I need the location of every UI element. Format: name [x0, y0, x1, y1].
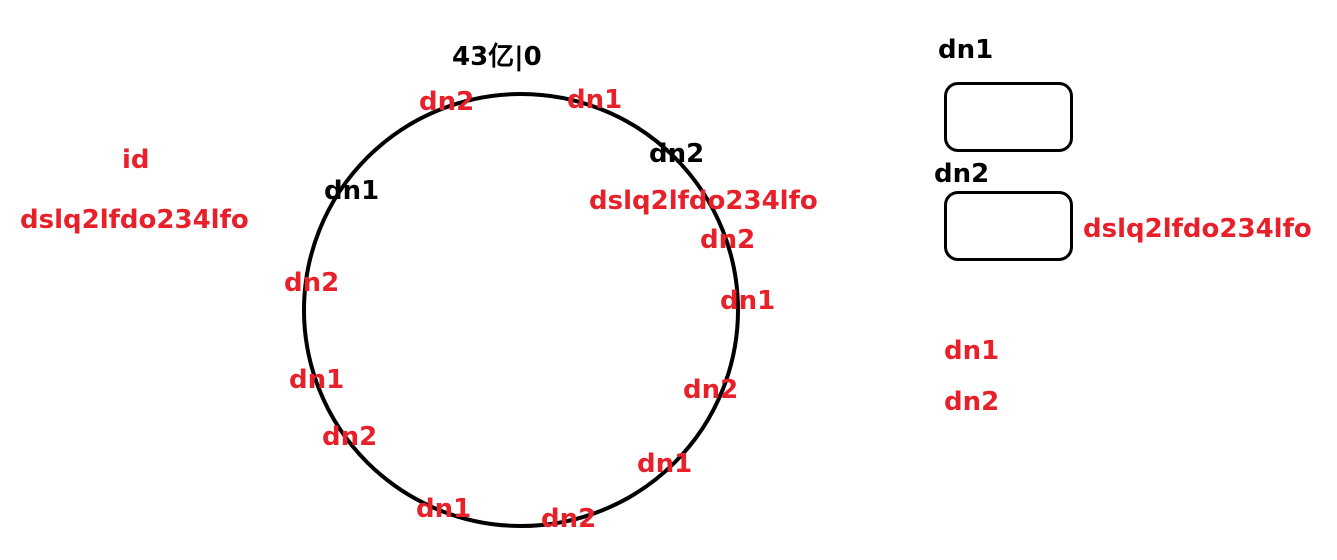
ring-node-label: dn2: [284, 268, 340, 298]
ring-node-label: dn2: [322, 422, 378, 452]
bottom-dn1-label: dn1: [944, 336, 1000, 366]
ring-node-label: dn2: [683, 375, 739, 405]
key-label-left: dslq2lfdo234lfo: [20, 205, 249, 235]
ring-node-label: dn1: [289, 365, 345, 395]
server-dn1-box: [944, 82, 1073, 152]
ring-node-label: dn1: [720, 286, 776, 316]
ring-key-label: dslq2lfdo234lfo: [589, 186, 818, 216]
server-dn2-label: dn2: [934, 159, 990, 189]
server-key-label: dslq2lfdo234lfo: [1083, 214, 1312, 244]
ring-node-label: dn1: [324, 176, 380, 206]
ring-node-label: dn2: [541, 504, 597, 534]
hash-ring-circle: [302, 92, 740, 528]
ring-top-label: 43亿|0: [452, 42, 542, 72]
ring-node-label: dn1: [637, 449, 693, 479]
ring-node-label: dn1: [567, 85, 623, 115]
ring-node-label: dn2: [649, 139, 705, 169]
server-dn1-label: dn1: [938, 35, 994, 65]
ring-node-label: dn2: [700, 225, 756, 255]
server-dn2-box: [944, 191, 1073, 261]
ring-node-label: dn2: [419, 87, 475, 117]
ring-node-label: dn1: [416, 494, 472, 524]
id-label: id: [122, 145, 150, 175]
bottom-dn2-label: dn2: [944, 387, 1000, 417]
